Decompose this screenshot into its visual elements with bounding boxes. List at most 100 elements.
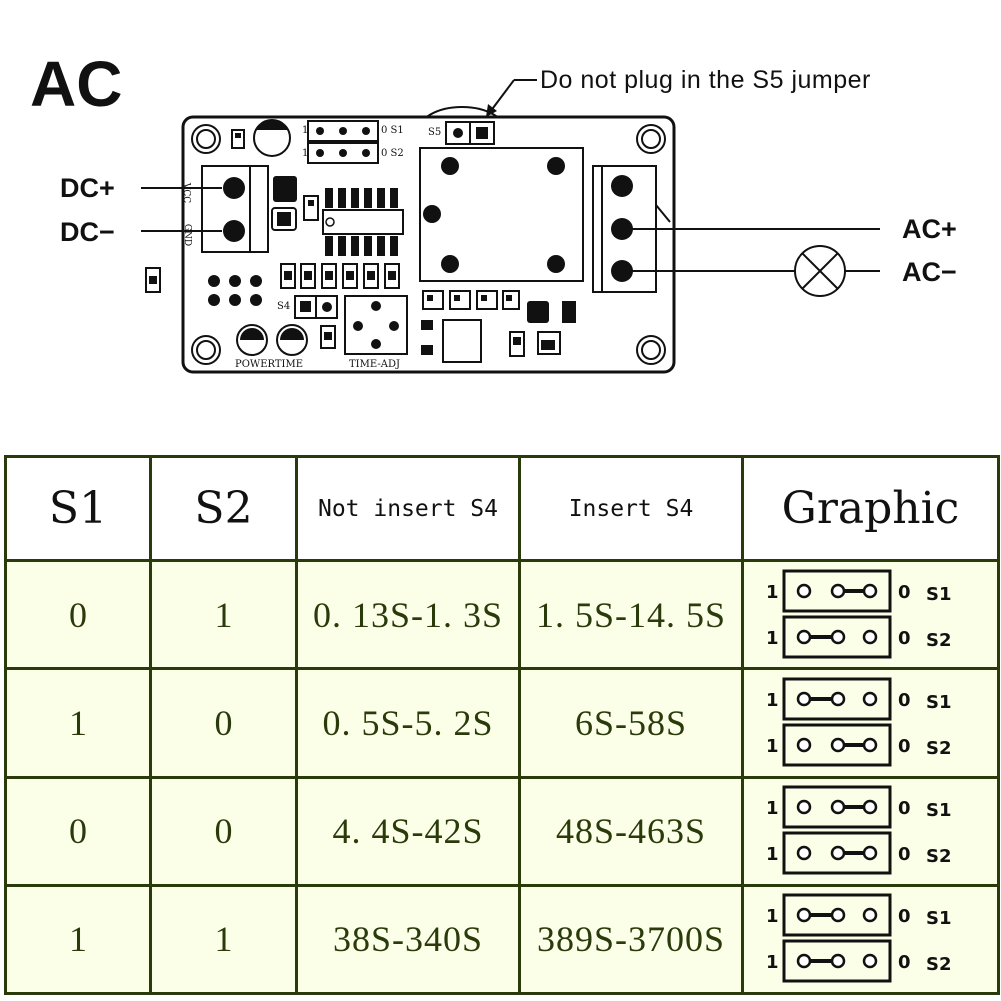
resistor-row [280,263,400,289]
s4-jumper-header [294,295,338,349]
relay [419,147,584,282]
jumper-s2-row [782,939,891,983]
header-s1: S1 [4,455,152,562]
s2-one-label: 1 [302,148,309,159]
insert-s4-time: 1. 5S-14. 5S [518,558,744,671]
jumper-s1-label: S1 [926,584,952,605]
pin-zero-label: 0 [898,690,911,711]
mounting-holes [191,124,666,365]
pin-one-label: 1 [766,798,779,819]
s4-label: S4 [277,301,291,312]
board-drawing [141,79,880,374]
pin-zero-label: 0 [898,582,911,603]
s2-value: 0 [149,667,298,779]
dc-plus-label: DC+ [60,173,115,203]
s1-value: 1 [4,883,152,996]
jumper-s2-row [782,615,891,659]
jumper-s1-label: S1 [926,800,952,821]
insert-s4-time: 6S-58S [518,667,744,779]
s1-value: 1 [4,667,152,779]
pin-zero-label: 0 [898,736,911,757]
dc-minus-label: DC− [60,217,115,247]
jumper-s1-label: S1 [926,908,952,929]
pin-one-label: 1 [766,690,779,711]
s1-value: 0 [4,775,152,887]
header-insert-s4: Insert S4 [518,455,744,562]
pin-zero-label: 0 [898,906,911,927]
not-insert-s4-time: 0. 13S-1. 3S [295,558,521,671]
jumper-s1-row [782,785,891,829]
s1-one-label: 1 [302,125,309,136]
s1-s2-jumper-header [307,120,379,164]
s5-label: S5 [428,127,442,138]
ac-plus-label: AC+ [902,214,957,244]
pin-zero-label: 0 [898,952,911,973]
ac-minus-label: AC− [902,257,957,287]
jumper-s1-row [782,677,891,721]
not-insert-s4-time: 0. 5S-5. 2S [295,667,521,779]
jumper-s2-label: S2 [926,738,952,759]
pin-one-label: 1 [766,844,779,865]
time-adj-label: TIME-ADJ [349,359,400,370]
not-insert-s4-time: 4. 4S-42S [295,775,521,887]
powertime-label: POWERTIME [235,359,304,370]
header-s2: S2 [149,455,298,562]
jumper-s2-label: S2 [926,630,952,651]
jumper-s2-row [782,831,891,875]
insert-s4-time: 48S-463S [518,775,744,887]
s2-value: 1 [149,883,298,996]
jumper-s1-row [782,893,891,937]
pin-one-label: 1 [766,952,779,973]
jumper-s1-row [782,569,891,613]
ic-components [271,176,404,256]
header-not-insert-s4: Not insert S4 [295,455,521,562]
dc-terminal-block [201,165,269,253]
annotation-arrow [486,79,537,117]
lower-left-components [145,267,262,306]
bottom-components [421,290,576,363]
vcc-label: VCC [181,182,192,204]
s1-value: 0 [4,558,152,671]
s2-value: 1 [149,558,298,671]
wiring-diagram: AC Do not plug in the S5 jumper [0,0,1001,440]
s1-header-label: 0 S1 [381,125,404,136]
pin-one-label: 1 [766,736,779,757]
jumper-s2-row [782,723,891,767]
pin-zero-label: 0 [898,844,911,865]
pin-one-label: 1 [766,906,779,927]
top-left-components [231,119,291,157]
header-graphic: Graphic [741,455,1000,562]
s5-warning-annotation: Do not plug in the S5 jumper [540,66,871,94]
s2-header-label: 0 S2 [381,148,404,159]
pin-zero-label: 0 [898,628,911,649]
insert-s4-time: 389S-3700S [518,883,744,996]
time-adj-potentiometer [344,295,408,355]
not-insert-s4-time: 38S-340S [295,883,521,996]
pin-one-label: 1 [766,628,779,649]
powertime-buttons [236,324,308,356]
jumper-s2-label: S2 [926,846,952,867]
jumper-s1-label: S1 [926,692,952,713]
s5-jumper-header [445,121,495,145]
gnd-label: GND [182,223,193,247]
mode-title: AC [30,48,123,120]
pin-one-label: 1 [766,582,779,603]
pin-zero-label: 0 [898,798,911,819]
jumper-s2-label: S2 [926,954,952,975]
table-header-row: S1 S2 Not insert S4 Insert S4 Graphic [4,455,1000,562]
lamp-icon [794,245,846,297]
s2-value: 0 [149,775,298,887]
